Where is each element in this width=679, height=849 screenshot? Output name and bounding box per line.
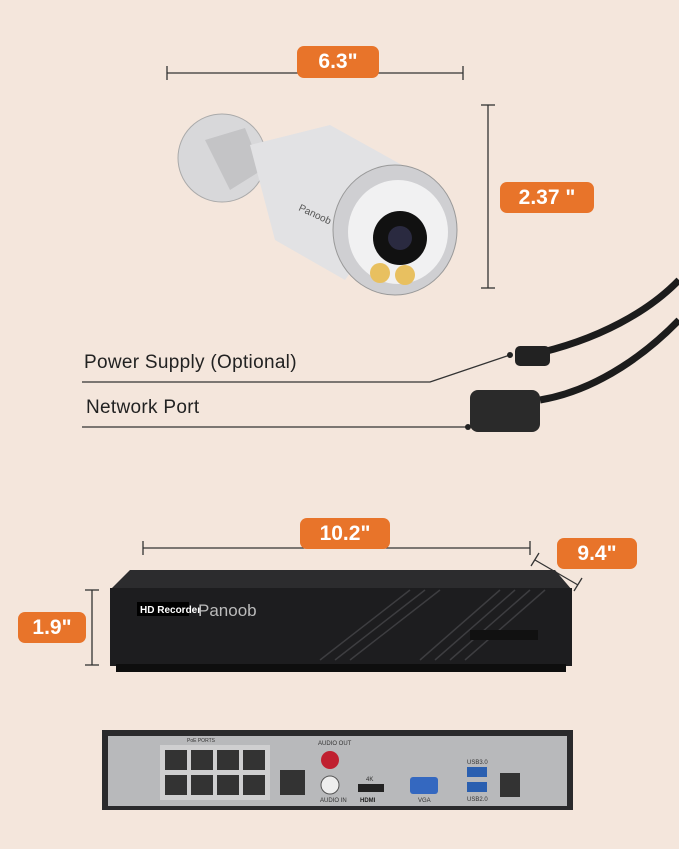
- network-port-label: Network Port: [86, 397, 200, 418]
- rear-port-labels: PoE PORTS AUDIO OUT AUDIO IN 4K HDMI VGA…: [187, 738, 488, 804]
- power-supply-label: Power Supply (Optional): [84, 352, 297, 373]
- vga-label: VGA: [418, 798, 431, 804]
- nvr-width-label: 10.2": [300, 518, 390, 549]
- audio-out-label: AUDIO OUT: [318, 741, 352, 747]
- hdmi-4k-label: 4K: [366, 777, 373, 783]
- nvr-depth-label: 9.4": [557, 538, 637, 569]
- nvr-front-image: HD Recorder Panoob: [110, 570, 572, 672]
- hdmi-label: HDMI: [360, 798, 376, 804]
- usb2-label: USB2.0: [467, 797, 488, 803]
- poe-ports-label: PoE PORTS: [187, 738, 216, 744]
- nvr-rear-image: [102, 730, 573, 810]
- camera-width-label: 6.3": [297, 46, 379, 78]
- usb3-label: USB3.0: [467, 760, 488, 766]
- nvr-height-label: 1.9": [18, 612, 86, 643]
- svg-text:Panoob: Panoob: [198, 601, 257, 620]
- camera-image: Panoob: [177, 113, 458, 296]
- camera-height-label: 2.37 ": [500, 182, 594, 213]
- svg-text:HD Recorder: HD Recorder: [140, 605, 201, 616]
- audio-in-label: AUDIO IN: [320, 798, 347, 804]
- cables-image: [529, 277, 679, 404]
